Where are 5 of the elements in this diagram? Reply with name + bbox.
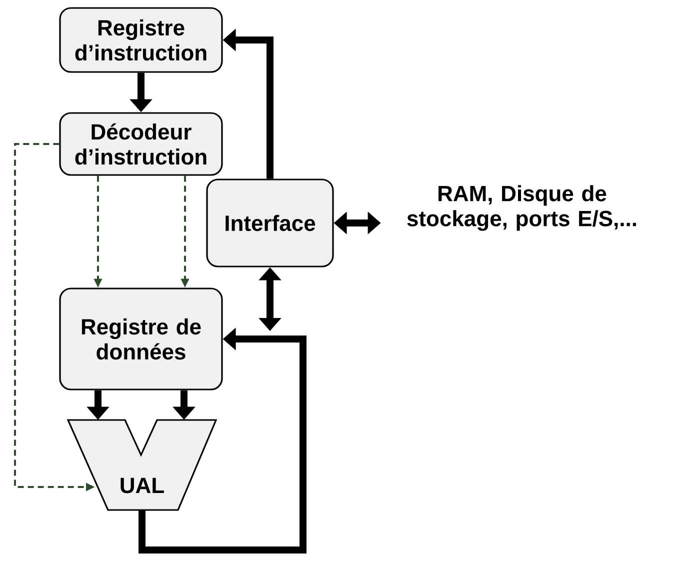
process-box: Registre de données <box>59 288 223 390</box>
process-box: Registre d’instruction <box>59 7 223 73</box>
process-box: Décodeur d’instruction <box>59 112 223 176</box>
process-box: Interface <box>206 178 334 268</box>
device-label: RAM, Disque de stockage, ports E/S,... <box>407 185 636 231</box>
